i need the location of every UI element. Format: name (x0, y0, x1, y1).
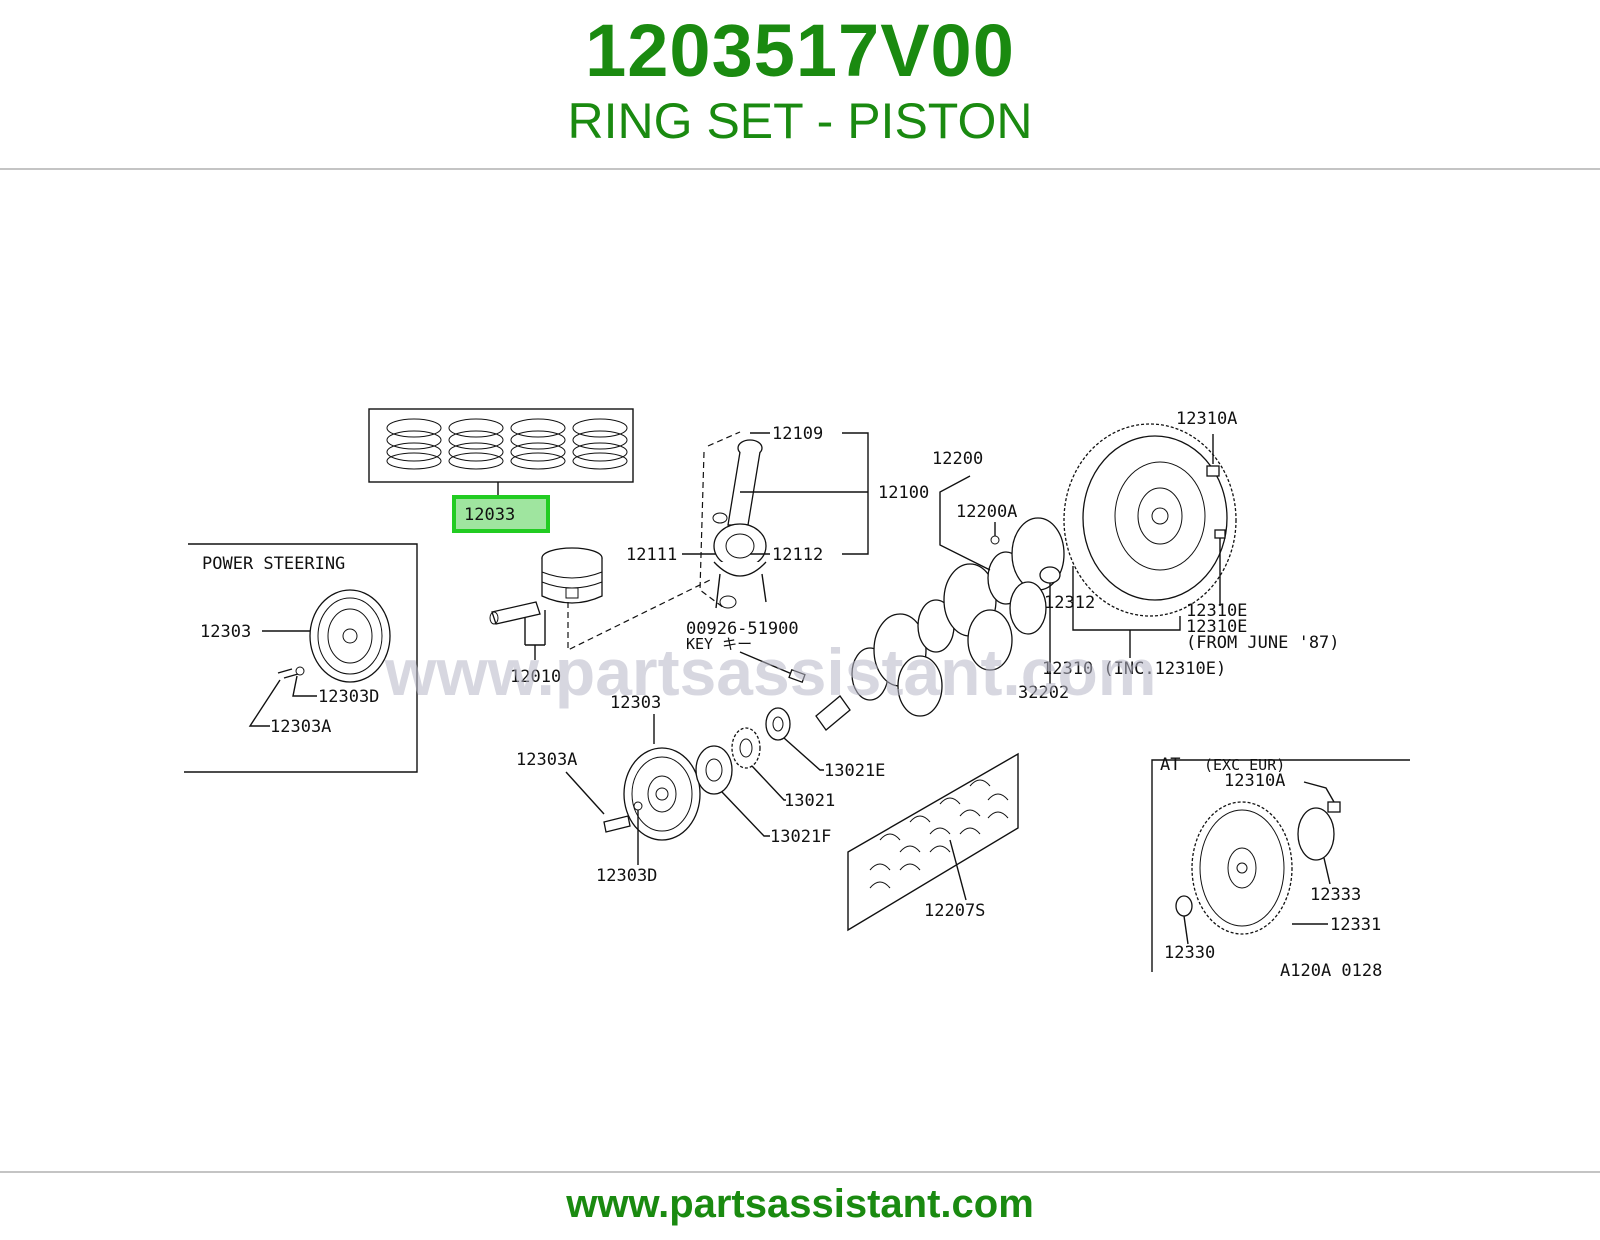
header-divider (0, 168, 1600, 170)
label-13021E[interactable]: 13021E (824, 761, 885, 781)
diagram-svg: 12033 POWER STEERING 12303 12303D 12303A… (184, 408, 1410, 981)
label-12310E-2[interactable]: 12310E (1186, 617, 1247, 637)
label-12310E-1[interactable]: 12310E (1186, 601, 1247, 621)
label-12109[interactable]: 12109 (772, 424, 823, 444)
label-ps-12303D[interactable]: 12303D (318, 687, 379, 707)
connecting-rod-drawing (712, 439, 767, 609)
label-12310A[interactable]: 12310A (1176, 409, 1237, 429)
label-ps-12303A[interactable]: 12303A (270, 717, 331, 737)
label-32202[interactable]: 32202 (1018, 683, 1069, 703)
main-bearings-group: 12207S (847, 752, 1019, 932)
oil-thrower-drawing (695, 745, 733, 795)
piston-drawing (541, 547, 603, 604)
label-12200[interactable]: 12200 (932, 449, 983, 469)
label-12200A[interactable]: 12200A (956, 502, 1017, 522)
ps-pulley-drawing (309, 589, 391, 683)
at-drive-plate-drawing (1191, 801, 1293, 935)
label-12303[interactable]: 12303 (610, 693, 661, 713)
piston-pin-drawing (489, 601, 541, 625)
part-number: 1203517V00 (585, 9, 1015, 92)
label-12312[interactable]: 12312 (1044, 593, 1095, 613)
label-12310-inc[interactable]: 12310 (INC.12310E) (1042, 659, 1226, 679)
label-key-note: KEY キー (686, 635, 752, 653)
inset-power-steering: POWER STEERING 12303 12303D 12303A (184, 543, 418, 773)
crankshaft-drawing (815, 517, 1065, 731)
ring-set-box (368, 408, 634, 483)
label-at-12333[interactable]: 12333 (1310, 885, 1361, 905)
label-at-12310A[interactable]: 12310A (1224, 771, 1285, 791)
piston-rings-drawing (386, 418, 628, 470)
main-bearings-drawing (869, 779, 1009, 889)
label-dowel-note: (FROM JUNE '87) (1186, 633, 1340, 653)
label-12303D[interactable]: 12303D (596, 866, 657, 886)
label-12207S[interactable]: 12207S (924, 901, 985, 921)
label-12033[interactable]: 12033 (464, 505, 515, 525)
footer-website[interactable]: www.partsassistant.com (566, 1182, 1034, 1226)
flywheel-drawing (1063, 423, 1237, 617)
seal-plate-drawing (765, 707, 791, 741)
label-12010[interactable]: 12010 (510, 667, 561, 687)
page-header: 1203517V00 RING SET - PISTON (0, 0, 1600, 168)
footer-divider (0, 1171, 1600, 1173)
inset-at: AT (EXC EUR) 12310A 12333 12331 12330 A1… (1151, 755, 1410, 981)
inset-subtitle-at: (EXC EUR) (1204, 756, 1285, 774)
parts-diagram: 12033 POWER STEERING 12303 12303D 12303A… (180, 340, 1420, 1010)
label-13021[interactable]: 13021 (784, 791, 835, 811)
highlight-12033[interactable] (452, 495, 550, 533)
label-at-12330[interactable]: 12330 (1164, 943, 1215, 963)
part-name: RING SET - PISTON (567, 93, 1033, 149)
label-12112[interactable]: 12112 (772, 545, 823, 565)
label-ps-12303[interactable]: 12303 (200, 622, 251, 642)
watermark: www.partsassistant.com (384, 635, 1156, 709)
inset-title-power-steering: POWER STEERING (202, 554, 345, 574)
label-00926-51900[interactable]: 00926-51900 (686, 619, 799, 639)
label-13021F[interactable]: 13021F (770, 827, 831, 847)
label-12100[interactable]: 12100 (878, 483, 929, 503)
diagram-code: A120A 0128 (1280, 961, 1382, 981)
label-12111[interactable]: 12111 (626, 545, 677, 565)
at-plate-drawing (1297, 807, 1335, 861)
label-at-12331[interactable]: 12331 (1330, 915, 1381, 935)
label-12303A[interactable]: 12303A (516, 750, 577, 770)
crank-pulley-drawing (623, 747, 701, 841)
sprocket-drawing (731, 727, 761, 769)
ring-set-group: 12033 (368, 408, 634, 533)
inset-title-at: AT (1160, 755, 1180, 775)
